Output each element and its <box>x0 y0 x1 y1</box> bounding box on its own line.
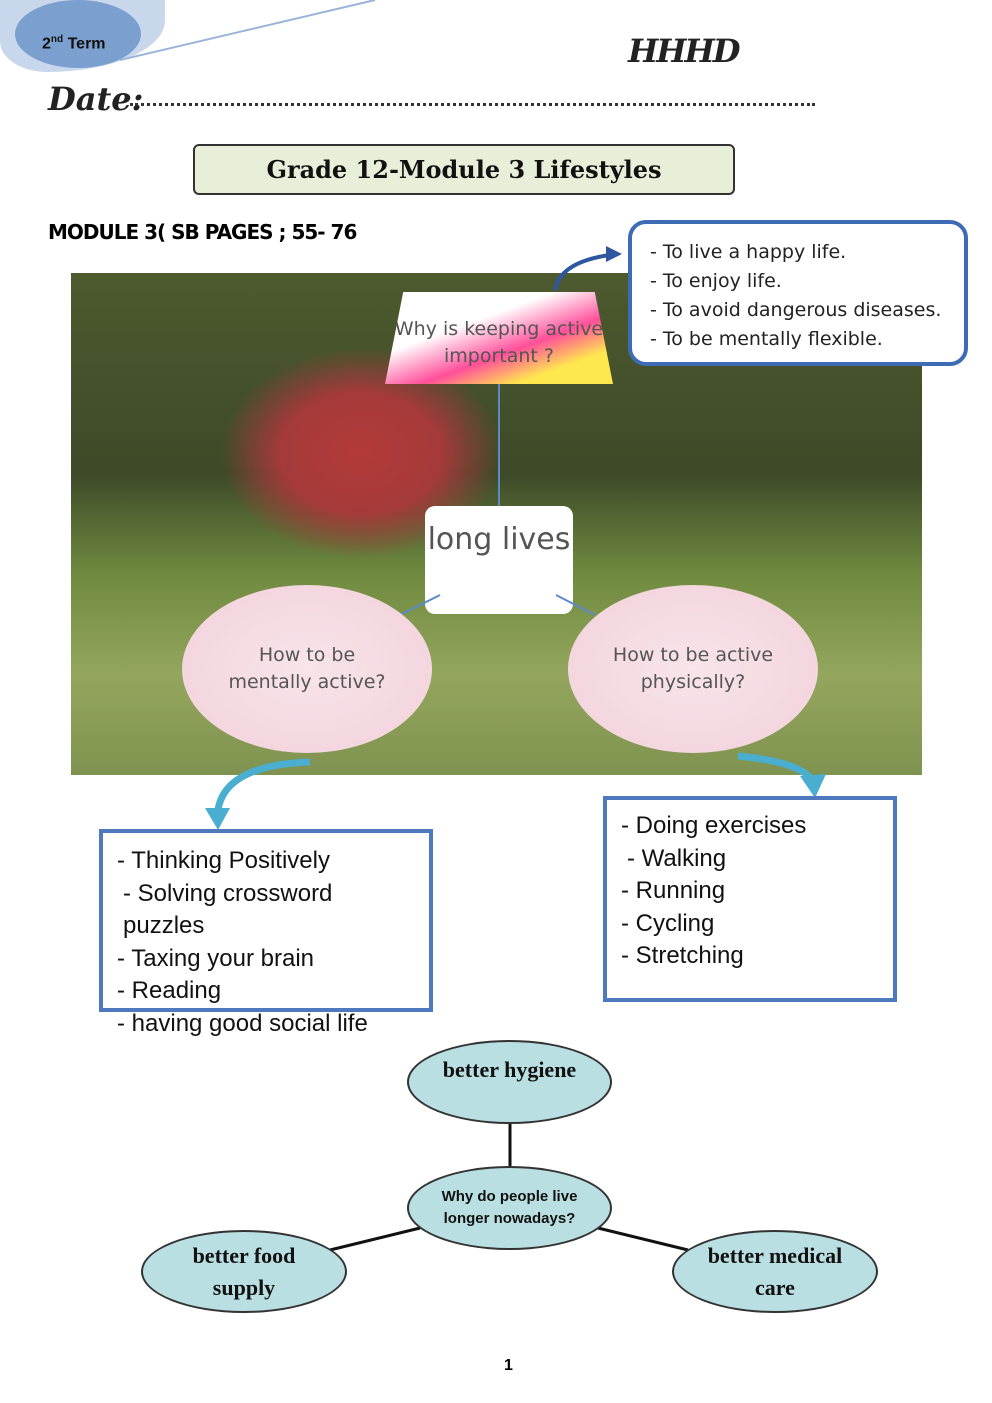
reason-item: - To avoid dangerous diseases. <box>650 299 942 321</box>
list-item: - Stretching <box>621 942 744 969</box>
reasons-box: - To live a happy life. - To enjoy life.… <box>628 220 968 366</box>
page-title: Grade 12-Module 3 Lifestyles <box>193 144 735 195</box>
center-node: long lives <box>425 506 573 614</box>
date-label: Date: <box>48 80 144 118</box>
connector-line <box>498 384 500 506</box>
question-box: Why is keeping active important ? <box>385 292 613 384</box>
list-item: - Walking <box>627 844 727 872</box>
mental-node: How to be mentally active? <box>182 585 432 753</box>
term-label: 2nd Term <box>42 34 106 53</box>
list-item: - Taxing your brain <box>117 944 314 972</box>
reason-item: - To enjoy life. <box>650 270 782 292</box>
list-item: - Cycling <box>621 909 715 937</box>
mental-activities-box: - Thinking Positively - Solving crosswor… <box>99 829 433 1037</box>
list-item: - having good social life <box>117 1009 368 1037</box>
physical-activities-box: - Doing exercises - Walking - Running - … <box>603 796 897 1002</box>
medical-node: better medical care <box>672 1230 878 1313</box>
hygiene-node: better hygiene <box>407 1040 612 1124</box>
list-item: - Reading <box>117 977 222 1004</box>
date-field[interactable] <box>130 92 815 106</box>
food-node: better food supply <box>141 1230 347 1313</box>
term-badge <box>15 0 141 68</box>
list-item: - Solving crossword puzzles <box>123 879 333 940</box>
page-number: 1 <box>504 1357 513 1374</box>
reason-item: - To be mentally flexible. <box>650 328 883 350</box>
list-item: - Thinking Positively <box>117 847 330 874</box>
reason-item: - To live a happy life. <box>650 241 847 263</box>
question-node: Why do people live longer nowadays? <box>407 1166 612 1250</box>
module-heading: MODULE 3( SB PAGES ; 55- 76 <box>48 220 357 244</box>
list-item: - Running <box>621 877 726 904</box>
decorative-line <box>120 0 376 61</box>
list-item: - Doing exercises <box>621 812 807 839</box>
physical-node: How to be active physically? <box>568 585 818 753</box>
logo-text: HHHD <box>628 32 740 70</box>
